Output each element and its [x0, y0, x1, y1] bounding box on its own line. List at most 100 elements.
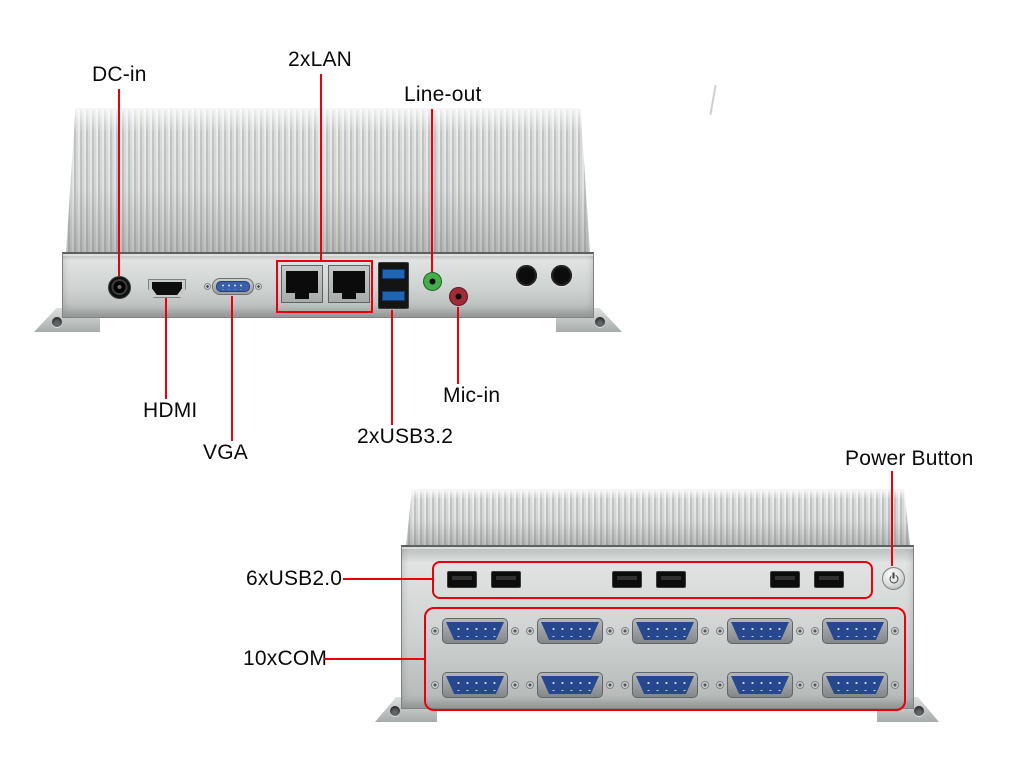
com-screw	[716, 627, 724, 635]
db9-insert	[826, 676, 884, 694]
com-screw	[606, 681, 614, 689]
db9-insert	[636, 676, 694, 694]
db9-shell	[727, 672, 793, 698]
db9-insert	[731, 676, 789, 694]
rj45-tab-slot	[295, 292, 309, 299]
hdmi-label: HDMI	[143, 399, 198, 422]
com-port	[716, 669, 804, 701]
com-screw	[701, 681, 709, 689]
screw-hole	[595, 317, 605, 327]
rj45-tab-slot	[342, 292, 356, 299]
db9-insert	[446, 622, 504, 640]
db9-shell	[537, 618, 603, 644]
power-button-label: Power Button	[845, 447, 974, 470]
usb2-port	[770, 571, 800, 588]
com-screw	[606, 627, 614, 635]
lan-label: 2xLAN	[288, 48, 353, 71]
com-screw	[796, 627, 804, 635]
heatsink-fins	[406, 489, 910, 545]
com-port	[811, 615, 899, 647]
com-port	[431, 669, 519, 701]
usb2-label: 6xUSB2.0	[246, 567, 343, 590]
db9-shell	[727, 618, 793, 644]
usb2-port	[612, 571, 642, 588]
db9-shell	[822, 618, 888, 644]
com-screw	[891, 627, 899, 635]
lan-port-1	[281, 265, 323, 303]
dc-in-jack	[108, 276, 131, 299]
usb2-callout-line	[343, 578, 432, 580]
com-screw	[811, 627, 819, 635]
com-screw	[526, 681, 534, 689]
usb3-port	[382, 269, 405, 279]
com-port	[526, 615, 614, 647]
com-screw	[621, 627, 629, 635]
db9-insert	[826, 622, 884, 640]
line-out-callout-line	[431, 109, 433, 272]
com-screw	[716, 681, 724, 689]
dc-in-label: DC-in	[92, 63, 147, 86]
screw-hole	[52, 317, 62, 327]
com-label: 10xCOM	[243, 647, 328, 670]
usb2-port	[814, 571, 844, 588]
power-button	[882, 567, 905, 590]
db9-shell	[632, 618, 698, 644]
db9-insert	[731, 622, 789, 640]
dc-in-callout-line	[118, 89, 120, 276]
usb2-port	[491, 571, 521, 588]
com-callout-line	[324, 658, 424, 660]
vga-insert	[216, 281, 250, 292]
usb2-port	[447, 571, 477, 588]
com-screw	[511, 681, 519, 689]
db9-insert	[636, 622, 694, 640]
db9-shell	[632, 672, 698, 698]
com-port	[811, 669, 899, 701]
com-port	[431, 615, 519, 647]
heatsink-fins	[66, 108, 590, 253]
db9-shell	[442, 672, 508, 698]
vga-screw	[204, 283, 211, 290]
usb3-port-stack	[378, 262, 409, 309]
antenna-hole	[516, 265, 537, 286]
db9-insert	[541, 676, 599, 694]
usb3-label: 2xUSB3.2	[357, 425, 454, 448]
com-port	[526, 669, 614, 701]
usb3-callout-line	[391, 310, 393, 425]
lan-callout-line	[320, 74, 322, 260]
com-port	[621, 615, 709, 647]
power-icon	[888, 573, 899, 584]
com-port	[621, 669, 709, 701]
antenna-hole	[551, 265, 572, 286]
com-highlight-box	[424, 607, 906, 711]
rj45-opening	[333, 271, 365, 293]
power-button-callout-line	[891, 471, 893, 566]
db9-insert	[541, 622, 599, 640]
usb2-highlight-box	[432, 561, 873, 599]
com-screw	[701, 627, 709, 635]
db9-insert	[446, 676, 504, 694]
com-screw	[811, 681, 819, 689]
db9-shell	[442, 618, 508, 644]
com-screw	[431, 681, 439, 689]
com-screw	[431, 627, 439, 635]
com-screw	[526, 627, 534, 635]
lan-highlight-box	[276, 260, 373, 313]
line-out-label: Line-out	[404, 83, 482, 106]
db9-shell	[537, 672, 603, 698]
com-port	[716, 615, 804, 647]
mic-in-callout-line	[457, 307, 459, 384]
mic-in-jack	[449, 287, 468, 306]
photo-artifact-mark	[709, 85, 717, 115]
db9-shell	[822, 672, 888, 698]
mic-in-label: Mic-in	[443, 384, 501, 407]
vga-callout-line	[231, 296, 233, 441]
hdmi-port	[152, 282, 182, 295]
hdmi-callout-line	[165, 298, 167, 399]
com-port-row	[431, 669, 899, 701]
screw-hole	[914, 706, 924, 716]
line-out-jack	[423, 272, 442, 291]
com-screw	[621, 681, 629, 689]
screw-hole	[390, 706, 400, 716]
usb2-port	[656, 571, 686, 588]
